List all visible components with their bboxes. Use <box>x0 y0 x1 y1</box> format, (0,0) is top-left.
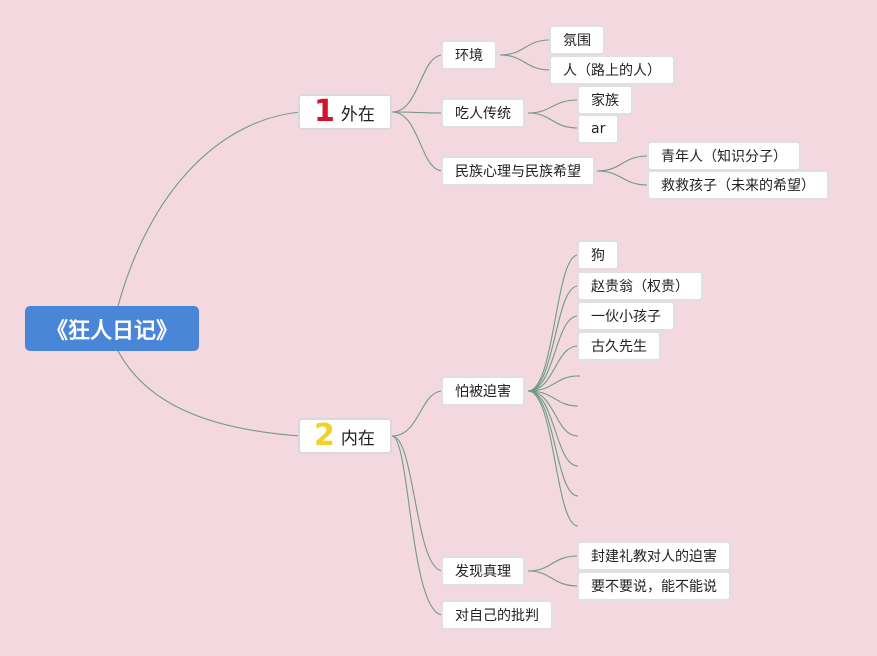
link-pabei-yihuo <box>527 315 579 392</box>
node-gou[interactable]: 狗 <box>577 240 619 270</box>
link-pabei-empty2 <box>527 390 579 407</box>
link-pabei-empty1 <box>527 375 579 392</box>
link-root-branch1 <box>117 111 301 307</box>
node-yaobuyao[interactable]: 要不要说，能不能说 <box>577 571 731 601</box>
node-yihuo[interactable]: 一伙小孩子 <box>577 301 675 331</box>
node-minzu[interactable]: 民族心理与民族希望 <box>441 156 595 186</box>
node-pabei[interactable]: 怕被迫害 <box>441 376 525 406</box>
link-pabei-gou <box>527 254 579 392</box>
node-ar[interactable]: ar <box>577 114 620 144</box>
link-huanjing-fenwei <box>499 39 551 56</box>
link-b1-minzu <box>391 111 444 172</box>
node-huanjing[interactable]: 环境 <box>441 40 497 70</box>
link-pabei-empty3 <box>527 390 579 437</box>
branch-2-label: 内在 <box>340 428 375 449</box>
node-duiziji[interactable]: 对自己的批判 <box>441 600 553 630</box>
link-b2-faxian <box>391 435 444 572</box>
node-fengjian[interactable]: 封建礼教对人的迫害 <box>577 541 731 571</box>
link-huanjing-ren <box>499 54 551 71</box>
link-pabei-gujiu <box>527 345 579 392</box>
node-faxian[interactable]: 发现真理 <box>441 556 525 586</box>
branch-2-node[interactable]: 2 内在 <box>298 418 392 454</box>
link-minzu-qing <box>596 155 649 172</box>
link-pabei-empty4 <box>527 390 579 467</box>
link-b2-pabei <box>391 390 444 437</box>
link-root-branch2 <box>117 350 301 437</box>
node-chirenchuantong[interactable]: 吃人传统 <box>441 98 525 128</box>
node-jiujiu[interactable]: 救救孩子（未来的希望） <box>647 170 829 200</box>
link-b1-huanjing <box>391 54 444 113</box>
branch-1-label: 外在 <box>340 104 375 125</box>
number-1-icon: 1 <box>314 94 335 129</box>
node-gujiu[interactable]: 古久先生 <box>577 331 661 361</box>
link-pabei-zhao <box>527 285 579 392</box>
root-node[interactable]: 《狂人日记》 <box>25 306 199 351</box>
link-b2-duiziji <box>391 435 444 616</box>
link-minzu-jiujiu <box>596 170 649 186</box>
node-jiazu[interactable]: 家族 <box>577 85 633 115</box>
branch-1-node[interactable]: 1 外在 <box>298 94 392 130</box>
link-b1-chiren <box>391 111 444 114</box>
link-faxian-fengjian <box>527 555 579 572</box>
link-faxian-yaobuyao <box>527 570 579 587</box>
node-fenwei[interactable]: 氛围 <box>549 25 605 55</box>
node-qingnianren[interactable]: 青年人（知识分子） <box>647 141 801 171</box>
number-2-icon: 2 <box>314 418 335 453</box>
link-pabei-empty6 <box>527 390 579 527</box>
node-lushangderen[interactable]: 人（路上的人） <box>549 55 675 85</box>
link-chiren-jiazu <box>527 99 579 114</box>
link-chiren-ar <box>527 112 579 129</box>
node-zhaoguiweng[interactable]: 赵贵翁（权贵） <box>577 271 703 301</box>
link-pabei-empty5 <box>527 390 579 497</box>
